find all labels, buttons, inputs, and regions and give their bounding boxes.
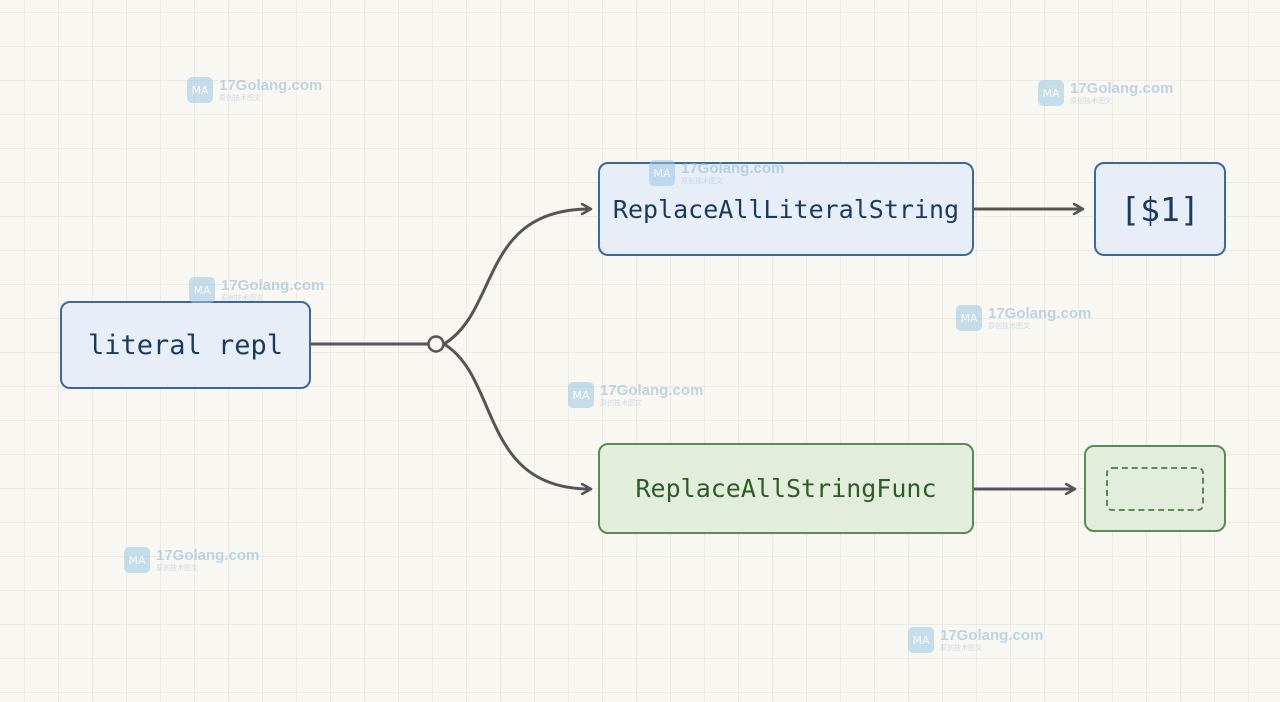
- func-result-node: [1084, 445, 1226, 532]
- watermark-tagline: 原创技术图文: [988, 322, 1030, 330]
- branch-junction: [427, 335, 445, 353]
- branch-to-literal-arrow: [443, 209, 590, 346]
- source-node: literal repl: [60, 301, 311, 389]
- watermark-tagline: 原创技术图文: [681, 177, 723, 185]
- branch-to-func-arrow: [443, 342, 590, 489]
- watermark-tagline: 原创技术图文: [219, 94, 261, 102]
- watermark-logo-icon: MA: [908, 627, 934, 653]
- literal-result-node: [$1]: [1094, 162, 1226, 256]
- watermark-site: 17Golang.com: [156, 547, 260, 564]
- watermark-tagline: 原创技术图文: [940, 644, 982, 652]
- watermark-tagline: 原创技术图文: [156, 564, 198, 572]
- watermark-logo-icon: MA: [124, 547, 150, 573]
- watermark-site: 17Golang.com: [940, 627, 1044, 644]
- watermark-site: 17Golang.com: [1070, 80, 1174, 97]
- watermark-site: 17Golang.com: [681, 160, 785, 177]
- watermark-tagline: 原创技术图文: [600, 399, 642, 407]
- literal-result-label: [$1]: [1120, 189, 1200, 229]
- watermark-site: 17Golang.com: [219, 77, 323, 94]
- replace-all-literal-string-node: ReplaceAllLiteralString: [598, 162, 974, 256]
- watermark-logo-icon: MA: [649, 160, 675, 186]
- watermark-site: 17Golang.com: [221, 277, 325, 294]
- watermark-logo-icon: MA: [1038, 80, 1064, 106]
- watermark-tagline: 原创技术图文: [221, 294, 263, 302]
- watermark-logo-icon: MA: [568, 382, 594, 408]
- watermark-logo-icon: MA: [189, 277, 215, 303]
- replace-all-string-func-node: ReplaceAllStringFunc: [598, 443, 974, 534]
- watermark-tagline: 原创技术图文: [1070, 97, 1112, 105]
- watermark-logo-icon: MA: [956, 305, 982, 331]
- replace-all-literal-string-label: ReplaceAllLiteralString: [612, 194, 960, 224]
- dashed-placeholder: [1106, 466, 1204, 511]
- watermark-site: 17Golang.com: [600, 382, 704, 399]
- source-node-label: literal repl: [87, 329, 284, 361]
- watermark-logo-icon: MA: [187, 77, 213, 103]
- watermark-site: 17Golang.com: [988, 305, 1092, 322]
- replace-all-string-func-label: ReplaceAllStringFunc: [635, 474, 937, 503]
